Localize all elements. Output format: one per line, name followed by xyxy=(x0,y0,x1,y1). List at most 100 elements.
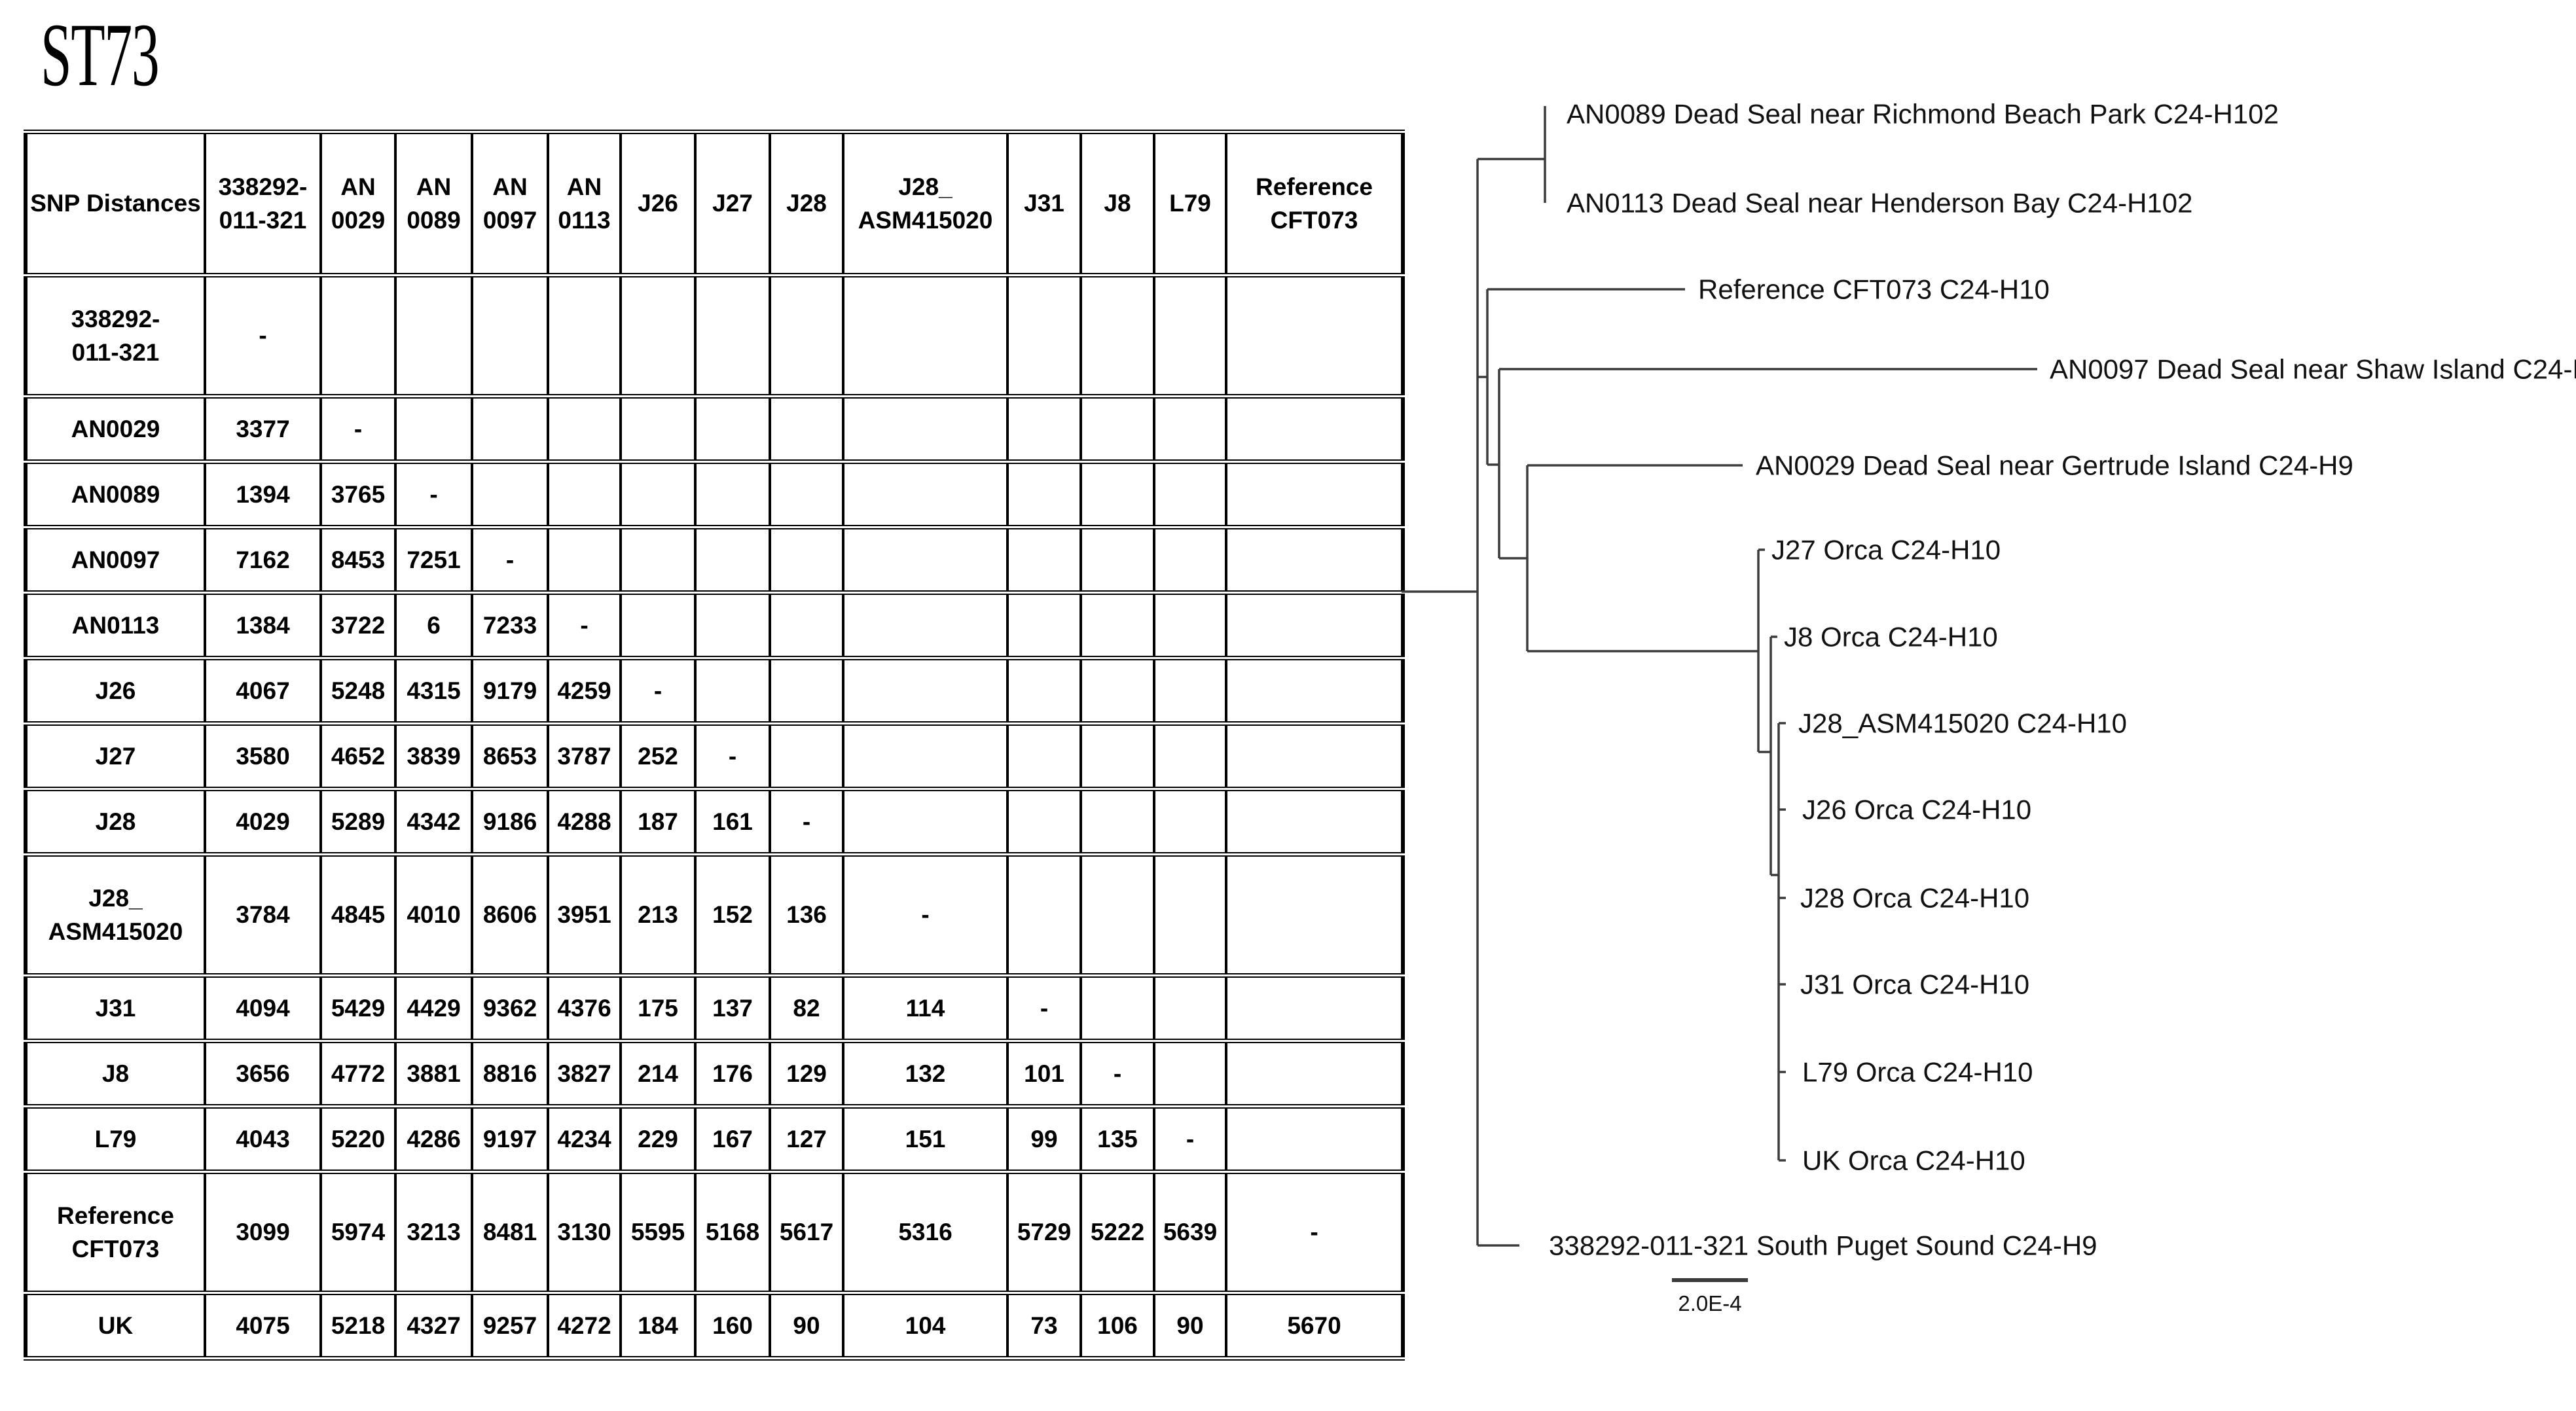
distance-value-cell: 5218 xyxy=(319,1291,397,1361)
empty-cell xyxy=(842,590,1009,660)
distance-value-cell: 4010 xyxy=(394,852,473,978)
row-header-cell: AN0097 xyxy=(24,525,206,595)
empty-cell xyxy=(769,721,844,791)
empty-cell xyxy=(547,459,622,529)
empty-cell xyxy=(1225,394,1404,464)
distance-value-cell: 106 xyxy=(1079,1291,1155,1361)
distance-value-cell: 5248 xyxy=(319,656,397,726)
distance-value-cell: 3765 xyxy=(319,459,397,529)
distance-value-cell: 5429 xyxy=(319,973,397,1043)
distance-value-cell: 8816 xyxy=(471,1039,549,1109)
distance-value-cell: 4043 xyxy=(204,1104,322,1174)
empty-cell xyxy=(1153,656,1227,726)
distance-value-cell: 8606 xyxy=(471,852,549,978)
empty-cell xyxy=(1079,273,1155,399)
empty-cell xyxy=(1079,590,1155,660)
empty-cell xyxy=(1153,590,1227,660)
empty-cell xyxy=(1153,787,1227,857)
tree-tip-label: AN0113 Dead Seal near Henderson Bay C24-… xyxy=(1567,188,2192,219)
corner-header-cell: SNP Distances xyxy=(24,130,206,277)
column-header-cell: L79 xyxy=(1153,130,1227,277)
distance-value-cell: 4376 xyxy=(547,973,622,1043)
empty-cell xyxy=(769,590,844,660)
distance-value-cell: 4075 xyxy=(204,1291,322,1361)
empty-cell xyxy=(769,394,844,464)
empty-cell xyxy=(619,590,697,660)
diagonal-cell: - xyxy=(619,656,697,726)
distance-value-cell: 9186 xyxy=(471,787,549,857)
empty-cell xyxy=(1079,852,1155,978)
distance-value-cell: 5729 xyxy=(1006,1170,1082,1295)
distance-value-cell: 5220 xyxy=(319,1104,397,1174)
tree-tip-label: UK Orca C24-H10 xyxy=(1802,1145,2025,1176)
empty-cell xyxy=(1006,525,1082,595)
row-header-cell: Reference CFT073 xyxy=(24,1170,206,1295)
distance-value-cell: 5222 xyxy=(1079,1170,1155,1295)
empty-cell xyxy=(1153,852,1227,978)
empty-cell xyxy=(1153,1039,1227,1109)
distance-value-cell: 73 xyxy=(1006,1291,1082,1361)
empty-cell xyxy=(1153,973,1227,1043)
distance-value-cell: 5974 xyxy=(319,1170,397,1295)
empty-cell xyxy=(471,273,549,399)
empty-cell xyxy=(1079,394,1155,464)
empty-cell xyxy=(1225,852,1404,978)
distance-value-cell: 9257 xyxy=(471,1291,549,1361)
tree-branches xyxy=(1402,106,2037,1247)
empty-cell xyxy=(1225,973,1404,1043)
distance-value-cell: 161 xyxy=(694,787,771,857)
diagonal-cell: - xyxy=(694,721,771,791)
distance-value-cell: 4067 xyxy=(204,656,322,726)
empty-cell xyxy=(842,656,1009,726)
distance-value-cell: 127 xyxy=(769,1104,844,1174)
empty-cell xyxy=(1079,787,1155,857)
empty-cell xyxy=(1006,590,1082,660)
tree-tip-label: J8 Orca C24-H10 xyxy=(1784,622,1998,652)
distance-value-cell: 9197 xyxy=(471,1104,549,1174)
row-header-cell: AN0029 xyxy=(24,394,206,464)
distance-value-cell: 167 xyxy=(694,1104,771,1174)
distance-value-cell: 3881 xyxy=(394,1039,473,1109)
distance-value-cell: 3580 xyxy=(204,721,322,791)
distance-value-cell: 5670 xyxy=(1225,1291,1404,1361)
empty-cell xyxy=(1006,852,1082,978)
empty-cell xyxy=(1079,459,1155,529)
empty-cell xyxy=(1225,656,1404,726)
empty-cell xyxy=(1153,394,1227,464)
diagonal-cell: - xyxy=(769,787,844,857)
distance-value-cell: 3722 xyxy=(319,590,397,660)
empty-cell xyxy=(1079,721,1155,791)
empty-cell xyxy=(694,656,771,726)
empty-cell xyxy=(619,525,697,595)
distance-value-cell: 4234 xyxy=(547,1104,622,1174)
empty-cell xyxy=(547,273,622,399)
tree-tip-label: J26 Orca C24-H10 xyxy=(1802,795,2031,825)
empty-cell xyxy=(769,656,844,726)
empty-cell xyxy=(319,273,397,399)
empty-cell xyxy=(769,525,844,595)
distance-value-cell: 160 xyxy=(694,1291,771,1361)
empty-cell xyxy=(1079,656,1155,726)
diagonal-cell: - xyxy=(1225,1170,1404,1295)
distance-value-cell: 151 xyxy=(842,1104,1009,1174)
row-header-cell: AN0113 xyxy=(24,590,206,660)
distance-value-cell: 3213 xyxy=(394,1170,473,1295)
empty-cell xyxy=(1079,973,1155,1043)
diagonal-cell: - xyxy=(319,394,397,464)
distance-value-cell: 152 xyxy=(694,852,771,978)
column-header-cell: J28_ ASM415020 xyxy=(842,130,1009,277)
empty-cell xyxy=(1006,656,1082,726)
distance-value-cell: 3377 xyxy=(204,394,322,464)
empty-cell xyxy=(1225,459,1404,529)
distance-value-cell: 101 xyxy=(1006,1039,1082,1109)
empty-cell xyxy=(694,459,771,529)
empty-cell xyxy=(1225,590,1404,660)
empty-cell xyxy=(842,721,1009,791)
